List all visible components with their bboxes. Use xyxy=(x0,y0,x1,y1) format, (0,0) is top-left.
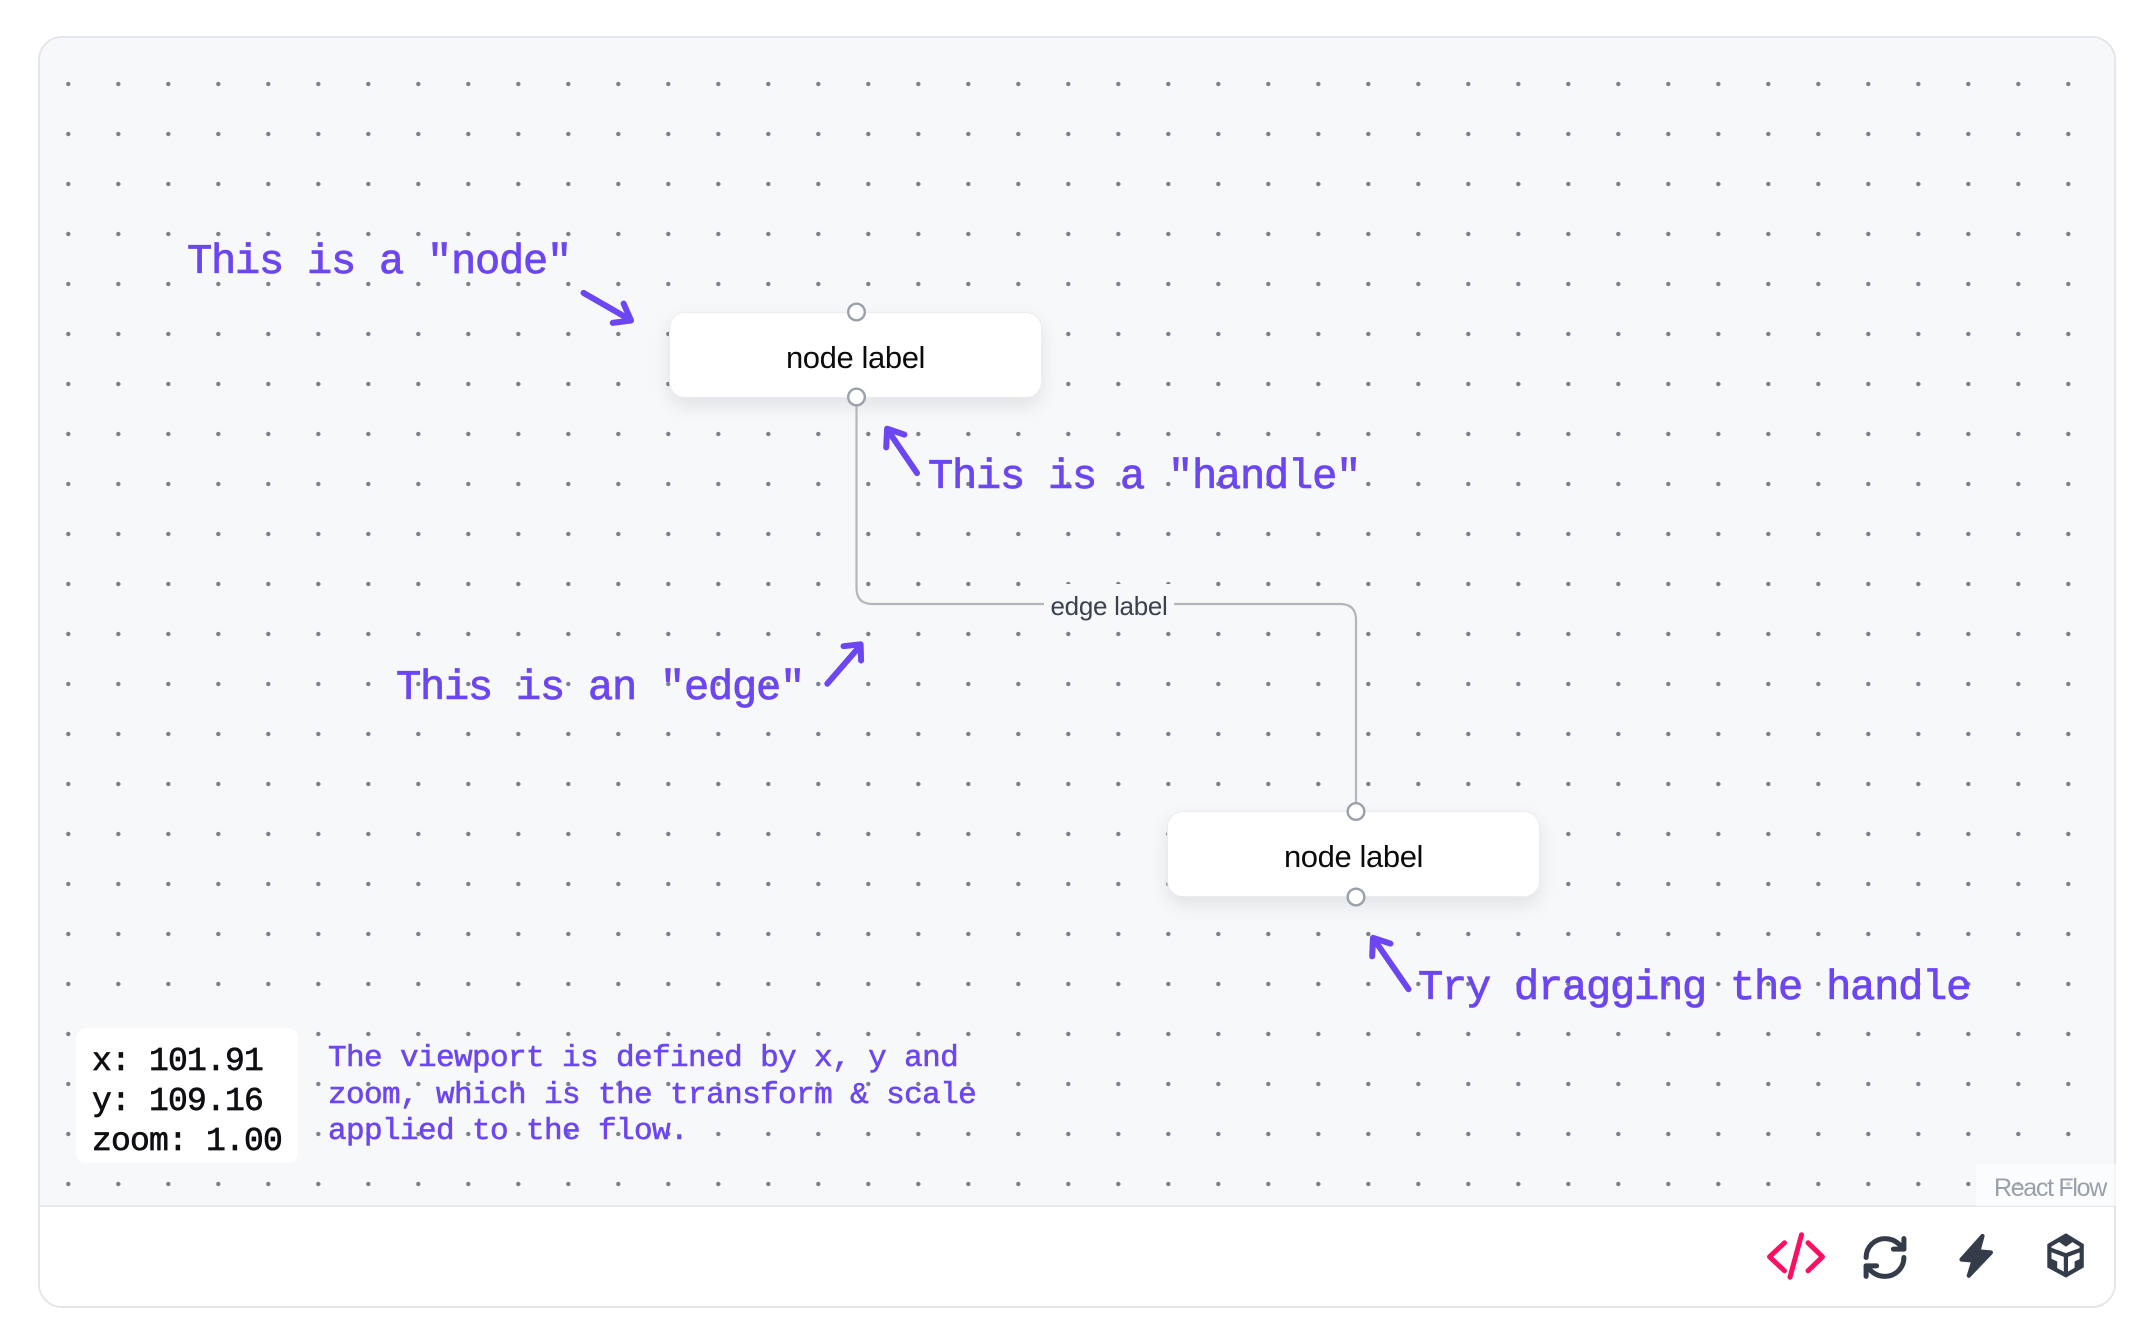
svg-text:edge label: edge label xyxy=(1051,591,1168,621)
